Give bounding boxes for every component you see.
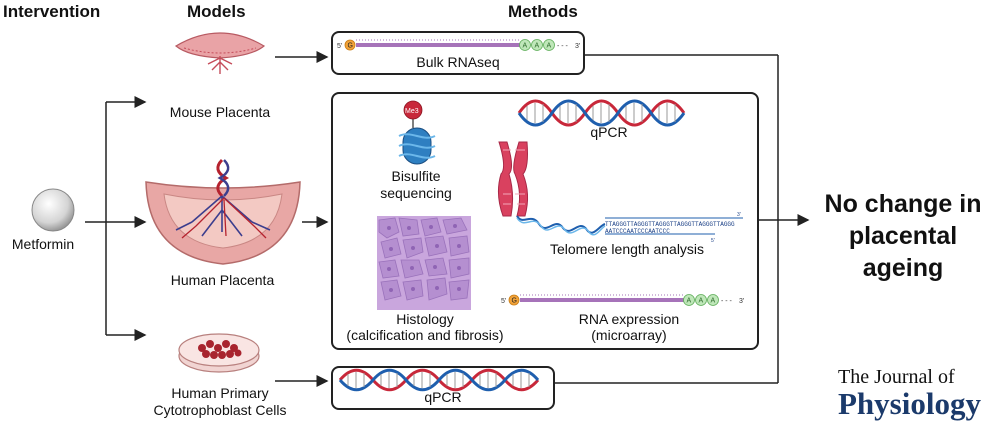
header-intervention: Intervention bbox=[3, 2, 101, 21]
telomere-seq-bottom: AATCCCAATCCCAATCCC bbox=[605, 228, 670, 235]
poly-a-1: A bbox=[523, 43, 528, 50]
bisulfite-label-line1: Bisulfite bbox=[391, 168, 441, 184]
rna-three-prime: 3' bbox=[739, 298, 744, 305]
qpcr-top-label: qPCR bbox=[590, 124, 628, 140]
nucleosome-icon: Me3 bbox=[398, 100, 436, 165]
journal-logo-line2: Physiology bbox=[838, 386, 981, 421]
rna-expression-label-line2: (microarray) bbox=[591, 327, 667, 343]
bulk-rnaseq-box: 5' G A A A - - - 3' Bulk RNAseq bbox=[331, 31, 585, 75]
petri-dish-icon bbox=[178, 333, 260, 373]
header-methods: Methods bbox=[508, 2, 578, 21]
mouse-placenta-icon bbox=[174, 32, 266, 74]
rna-expression-label-line1: RNA expression bbox=[578, 311, 680, 327]
dots-label: - - - bbox=[557, 43, 569, 50]
histology-label-line2: (calcification and fibrosis) bbox=[346, 327, 504, 343]
g-cap-label: G bbox=[348, 43, 353, 50]
bulk-rnaseq-label: Bulk RNAseq bbox=[416, 54, 500, 70]
human-placenta-label: Human Placenta bbox=[170, 272, 275, 288]
telomere-label: Telomere length analysis bbox=[549, 241, 705, 257]
mrna-strand-icon: 5' G A A A - - - 3' bbox=[337, 39, 580, 51]
three-prime-label: 3' bbox=[575, 43, 580, 50]
me3-label: Me3 bbox=[405, 108, 419, 115]
mouse-placenta-label: Mouse Placenta bbox=[169, 104, 271, 120]
rna-poly-a-1: A bbox=[687, 298, 692, 305]
outcome-line2: placental ageing bbox=[848, 222, 958, 282]
header-models: Models bbox=[187, 2, 246, 21]
histology-tissue-icon bbox=[377, 216, 471, 310]
poly-a-3: A bbox=[547, 43, 552, 50]
journal-logo-line1: The Journal of bbox=[838, 366, 955, 388]
mrna-strand-icon-2: 5' G A A A - - - 3' bbox=[501, 294, 744, 306]
poly-a-2: A bbox=[535, 43, 540, 50]
rna-dots: - - - bbox=[721, 298, 733, 305]
telomere-three-prime: 3' bbox=[737, 212, 741, 218]
qpcr-bottom-box: qPCR bbox=[331, 366, 555, 410]
cells-label-line1: Human Primary bbox=[171, 385, 269, 401]
metformin-label: Metformin bbox=[11, 236, 75, 252]
telomere-seq-top: TTAGGGTTAGGGTTAGGGTTAGGGTTAGGGTTAGGG bbox=[605, 221, 735, 228]
bisulfite-label-line2: sequencing bbox=[380, 185, 452, 201]
pill-icon bbox=[31, 188, 75, 232]
rna-poly-a-3: A bbox=[711, 298, 716, 305]
dna-helix-icon bbox=[517, 99, 686, 127]
rna-poly-a-2: A bbox=[699, 298, 704, 305]
qpcr-bottom-label: qPCR bbox=[424, 389, 462, 405]
rna-five-prime: 5' bbox=[501, 298, 506, 305]
rna-g-cap: G bbox=[512, 298, 517, 305]
five-prime-label: 5' bbox=[337, 43, 342, 50]
telomere-five-prime: 5' bbox=[711, 238, 715, 244]
human-placenta-icon bbox=[145, 158, 301, 265]
histology-label-line1: Histology bbox=[396, 311, 454, 327]
cells-label-line2: Cytotrophoblast Cells bbox=[153, 402, 287, 418]
chromosome-icon: 3' 5' bbox=[497, 141, 743, 244]
dna-helix-icon-2 bbox=[338, 368, 540, 392]
outcome-line1: No change in bbox=[824, 190, 982, 218]
methods-main-box: qPCR Me3 Bisulfite sequencing 3' 5' TTAG… bbox=[331, 92, 759, 350]
